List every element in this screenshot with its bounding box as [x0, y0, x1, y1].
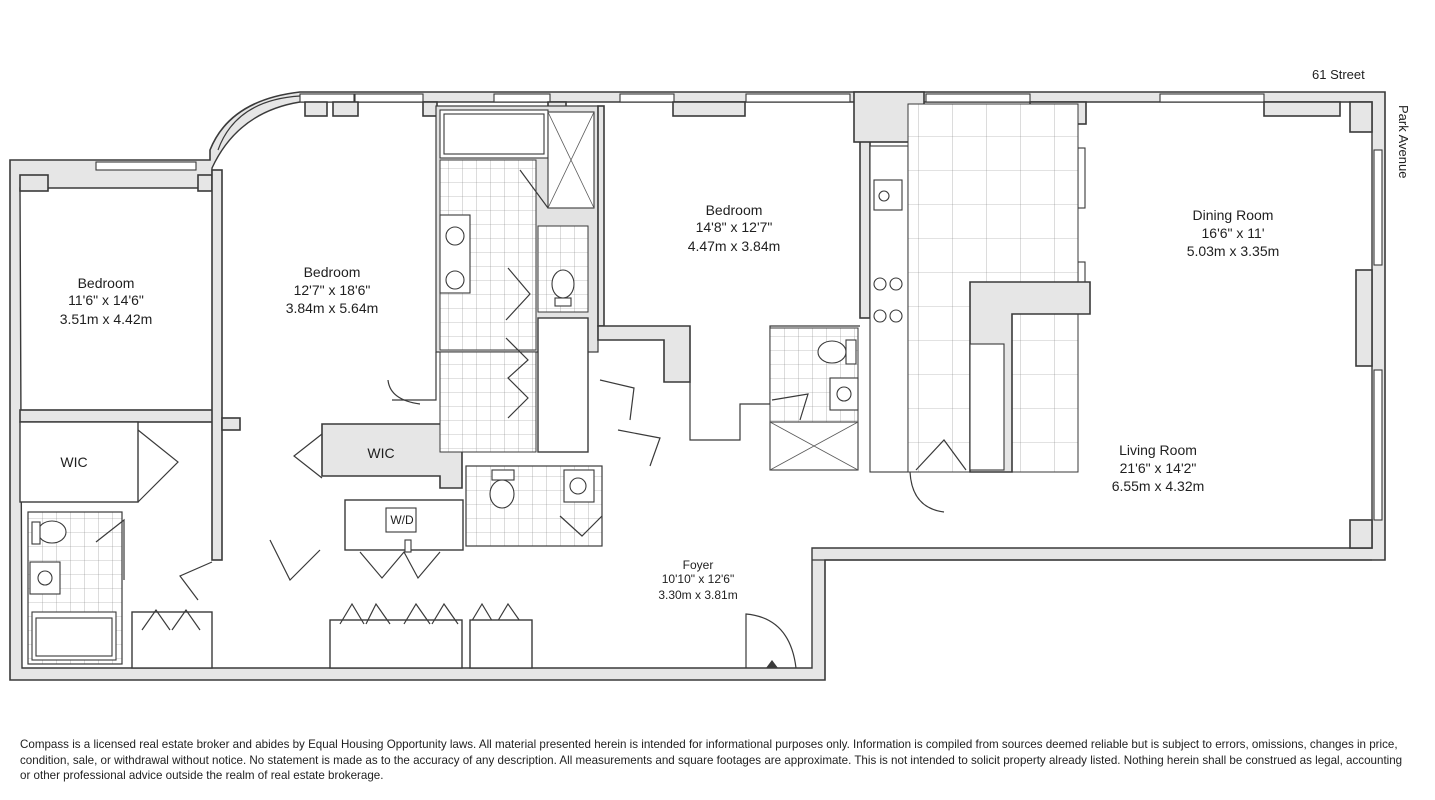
bedroom-2-imperial: 12'7" x 18'6": [294, 282, 371, 298]
wic-2-label: WIC: [367, 445, 394, 461]
bedroom-2-name: Bedroom: [304, 264, 361, 280]
street-east-label: Park Avenue: [1396, 105, 1411, 178]
dining-room-imperial: 16'6" x 11': [1202, 225, 1265, 241]
foyer-metric: 3.30m x 3.81m: [658, 588, 737, 602]
bedroom-1-zone: [19, 409, 215, 669]
wic-1-label: WIC: [60, 454, 87, 470]
kitchen-zone: [853, 91, 1091, 513]
bedroom-3-imperial: 14'8" x 12'7": [696, 219, 773, 235]
entry-door: [745, 613, 797, 669]
bedroom-2-zone: [179, 169, 464, 601]
foyer-bath: [465, 465, 603, 547]
street-north-label: 61 Street: [1312, 67, 1365, 82]
north-windows: [95, 93, 1265, 171]
foyer-closets: [329, 602, 533, 669]
bedroom-3-metric: 4.47m x 3.84m: [688, 238, 781, 254]
living-room-metric: 6.55m x 4.32m: [1112, 478, 1205, 494]
bedroom-3-name: Bedroom: [706, 202, 763, 218]
foyer-imperial: 10'10" x 12'6": [662, 572, 735, 586]
central-bath: [387, 105, 599, 453]
bedroom-1-name: Bedroom: [78, 275, 135, 291]
bedroom-1-imperial: 11'6" x 14'6": [68, 292, 144, 308]
room-labels: Bedroom 11'6" x 14'6" 3.51m x 4.42m Bedr…: [60, 202, 1280, 602]
foyer-name: Foyer: [683, 558, 714, 572]
wd-label: W/D: [390, 513, 414, 527]
bedroom-1-metric: 3.51m x 4.42m: [60, 311, 153, 327]
living-room-imperial: 21'6" x 14'2": [1120, 460, 1197, 476]
bedroom-2-metric: 3.84m x 5.64m: [286, 300, 379, 316]
legal-disclaimer: Compass is a licensed real estate broker…: [20, 738, 1403, 782]
dining-room-name: Dining Room: [1193, 207, 1274, 223]
dining-room-metric: 5.03m x 3.35m: [1187, 243, 1280, 259]
living-room-name: Living Room: [1119, 442, 1197, 458]
bedroom-3-zone: [597, 105, 871, 471]
